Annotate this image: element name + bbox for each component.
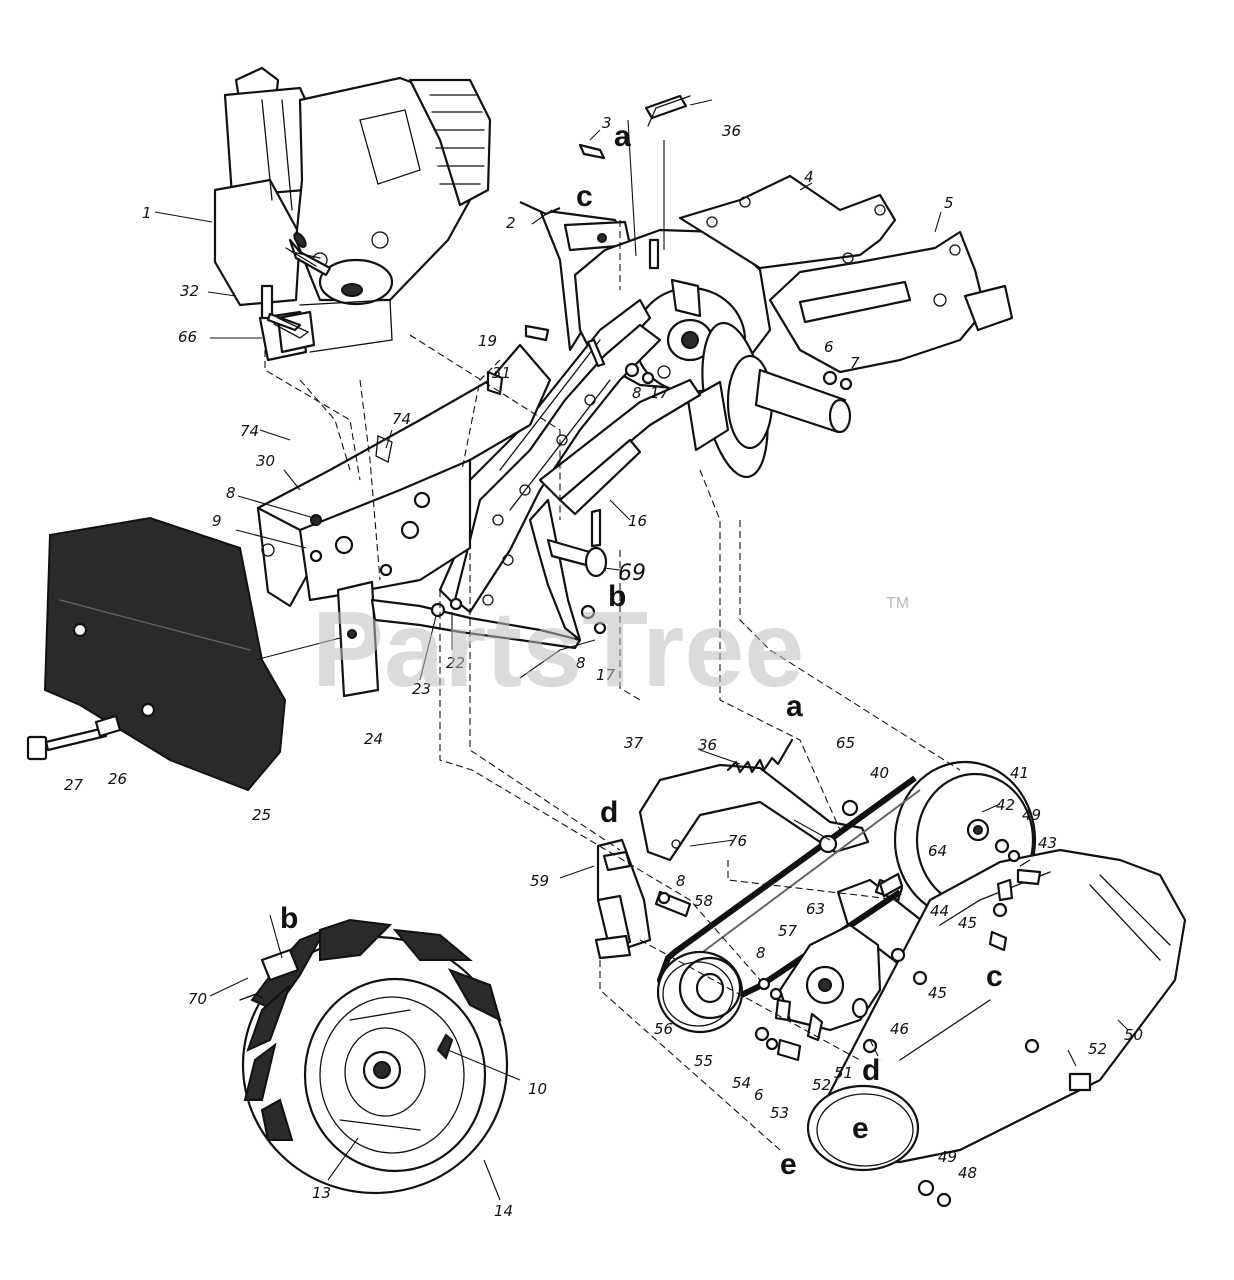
letter-e: e [780, 1148, 797, 1181]
axle-shaft-assembly[interactable] [686, 318, 852, 482]
callout-57: 57 [778, 922, 798, 940]
callout-41: 41 [1010, 764, 1029, 782]
callout-74: 74 [392, 410, 411, 428]
callout-65: 65 [836, 734, 855, 752]
bracket-59[interactable] [594, 838, 652, 960]
callout-69: 69 [618, 561, 646, 586]
tine-shield-30[interactable] [256, 343, 552, 608]
letter-e: e [852, 1112, 869, 1145]
callout-24: 24 [364, 730, 383, 748]
belt-guard-50[interactable] [806, 848, 1187, 1172]
callout-25: 25 [252, 806, 271, 824]
callout-labels: 1 2 3 4 5 6 7 8 17 19 31 32 66 74 74 30 … [64, 114, 1143, 1220]
control-lever-40[interactable] [638, 763, 870, 862]
callout-16: 16 [628, 512, 647, 530]
callout-31: 31 [492, 364, 511, 382]
callout-6: 6 [754, 1086, 764, 1104]
callout-53: 53 [770, 1104, 789, 1122]
letter-c: c [576, 180, 593, 213]
callout-36: 36 [698, 736, 717, 754]
callout-56: 56 [654, 1020, 673, 1038]
side-plate-5[interactable] [768, 230, 1014, 374]
callout-32: 32 [180, 282, 199, 300]
callout-49: 49 [1022, 806, 1041, 824]
callout-76: 76 [728, 832, 747, 850]
callout-8: 8 [632, 384, 642, 402]
callout-13: 13 [312, 1184, 331, 1202]
callout-37: 37 [624, 734, 644, 752]
connector-letters: a c b a d c d e e b [280, 120, 1003, 1181]
depth-stake-69[interactable] [528, 498, 608, 642]
callout-70: 70 [188, 990, 207, 1008]
callout-45: 45 [958, 914, 977, 932]
callout-17: 17 [650, 384, 670, 402]
callout-7: 7 [850, 354, 860, 372]
callout-8: 8 [226, 484, 236, 502]
callout-42: 42 [996, 796, 1015, 814]
callout-6: 6 [824, 338, 834, 356]
callout-54: 54 [732, 1074, 751, 1092]
spring-36[interactable] [647, 95, 794, 774]
callout-64: 64 [928, 842, 947, 860]
callout-9: 9 [212, 512, 222, 530]
callout-5: 5 [944, 194, 954, 212]
callout-52: 52 [812, 1076, 831, 1094]
callout-52: 52 [1088, 1040, 1107, 1058]
tine-shield-25[interactable] [43, 516, 287, 792]
callout-36: 36 [722, 122, 741, 140]
callout-30: 30 [256, 452, 275, 470]
callout-17: 17 [596, 666, 616, 684]
callout-58: 58 [694, 892, 713, 910]
watermark-text: PartsTree [312, 588, 804, 709]
callout-49: 49 [938, 1148, 957, 1166]
callout-8: 8 [676, 872, 686, 890]
callout-23: 23 [412, 680, 431, 698]
letter-a: a [786, 690, 803, 723]
callout-27: 27 [64, 776, 84, 794]
idler-plate-51[interactable] [774, 923, 882, 1042]
letter-b: b [280, 902, 298, 935]
callout-8: 8 [576, 654, 586, 672]
callout-63: 63 [806, 900, 825, 918]
letter-a: a [614, 120, 631, 153]
watermark: PartsTree TM [312, 588, 909, 709]
callout-2: 2 [506, 214, 516, 232]
callout-22: 22 [446, 654, 465, 672]
hardware-lower[interactable] [654, 834, 1092, 1208]
tire-wheel-14[interactable] [239, 918, 509, 1195]
leader-lines [154, 99, 1129, 1201]
callout-44: 44 [930, 902, 949, 920]
callout-50: 50 [1124, 1026, 1143, 1044]
callout-8: 8 [756, 944, 766, 962]
letter-d: d [600, 796, 618, 829]
drag-stake-24[interactable] [336, 580, 582, 698]
depth-bar-brace-16[interactable] [538, 378, 702, 516]
callout-40: 40 [870, 764, 889, 782]
callout-45: 45 [928, 984, 947, 1002]
letter-d: d [862, 1054, 880, 1087]
callout-66: 66 [178, 328, 197, 346]
callout-3: 3 [602, 114, 612, 132]
callout-10: 10 [528, 1080, 547, 1098]
letter-b: b [608, 580, 626, 613]
callout-55: 55 [694, 1052, 713, 1070]
callout-59: 59 [530, 872, 549, 890]
callout-14: 14 [494, 1202, 513, 1220]
callout-48: 48 [958, 1164, 977, 1182]
watermark-trademark: TM [886, 595, 909, 612]
callout-74: 74 [240, 422, 259, 440]
callout-43: 43 [1038, 834, 1057, 852]
callout-1: 1 [142, 204, 152, 222]
callout-19: 19 [478, 332, 497, 350]
bolt-27[interactable] [26, 714, 122, 761]
engine-assembly[interactable] [213, 66, 492, 362]
callout-51: 51 [834, 1064, 853, 1082]
letter-c: c [986, 960, 1003, 993]
callout-26: 26 [108, 770, 127, 788]
drive-pulley-56[interactable] [656, 950, 744, 1034]
callout-46: 46 [890, 1020, 909, 1038]
callout-4: 4 [804, 168, 814, 186]
